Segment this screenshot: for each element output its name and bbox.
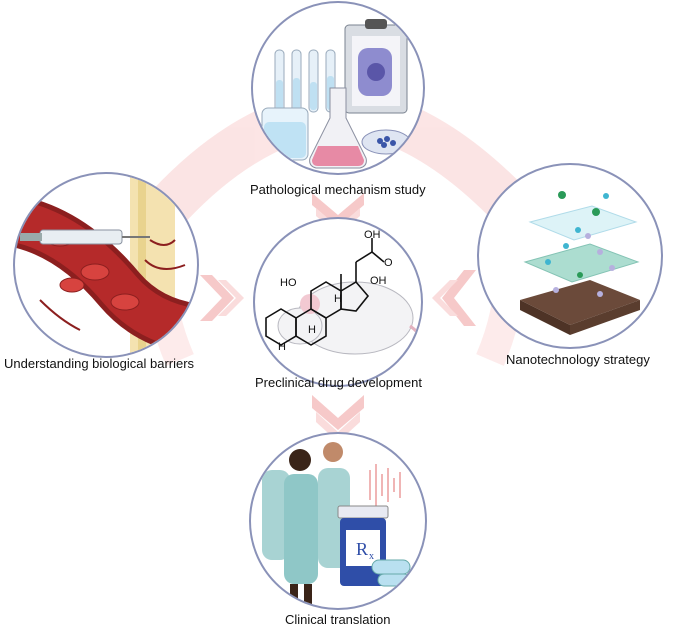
- molecule-structure: [265, 238, 385, 346]
- clipboard-icon: [344, 19, 408, 114]
- atom-h-2: H: [308, 324, 316, 336]
- nanoparticles-icon: [545, 191, 615, 297]
- label-top: Pathological mechanism study: [250, 182, 426, 197]
- rx-subscript: x: [369, 551, 374, 562]
- label-center: Preclinical drug development: [255, 375, 422, 390]
- chevron-left: [200, 275, 244, 321]
- label-bottom: Clinical translation: [285, 612, 391, 627]
- right-node-illustration: [477, 163, 663, 349]
- atom-o: O: [384, 257, 393, 269]
- label-left: Understanding biological barriers: [4, 356, 195, 371]
- bottom-node-illustration: R x: [249, 432, 427, 610]
- left-node-illustration: [13, 172, 199, 358]
- soundwave-icon: [369, 464, 401, 506]
- rx-symbol: R: [356, 539, 368, 559]
- label-right: Nanotechnology strategy: [506, 352, 650, 367]
- atom-h-3: H: [278, 341, 286, 353]
- capsules-icon: [371, 559, 411, 587]
- flask-icon: [309, 87, 367, 169]
- petri-dish-icon: [361, 129, 411, 155]
- molecule-labels: OH O HO OH H H H: [278, 229, 393, 353]
- atom-ho: HO: [280, 277, 297, 289]
- syringe-icon: [20, 229, 150, 245]
- atom-oh-right: OH: [370, 275, 387, 287]
- atom-oh-top: OH: [364, 229, 381, 241]
- center-node-illustration: [253, 217, 423, 387]
- atom-h-1: H: [334, 293, 342, 305]
- chevron-right: [432, 270, 476, 326]
- top-node-illustration: [251, 1, 425, 175]
